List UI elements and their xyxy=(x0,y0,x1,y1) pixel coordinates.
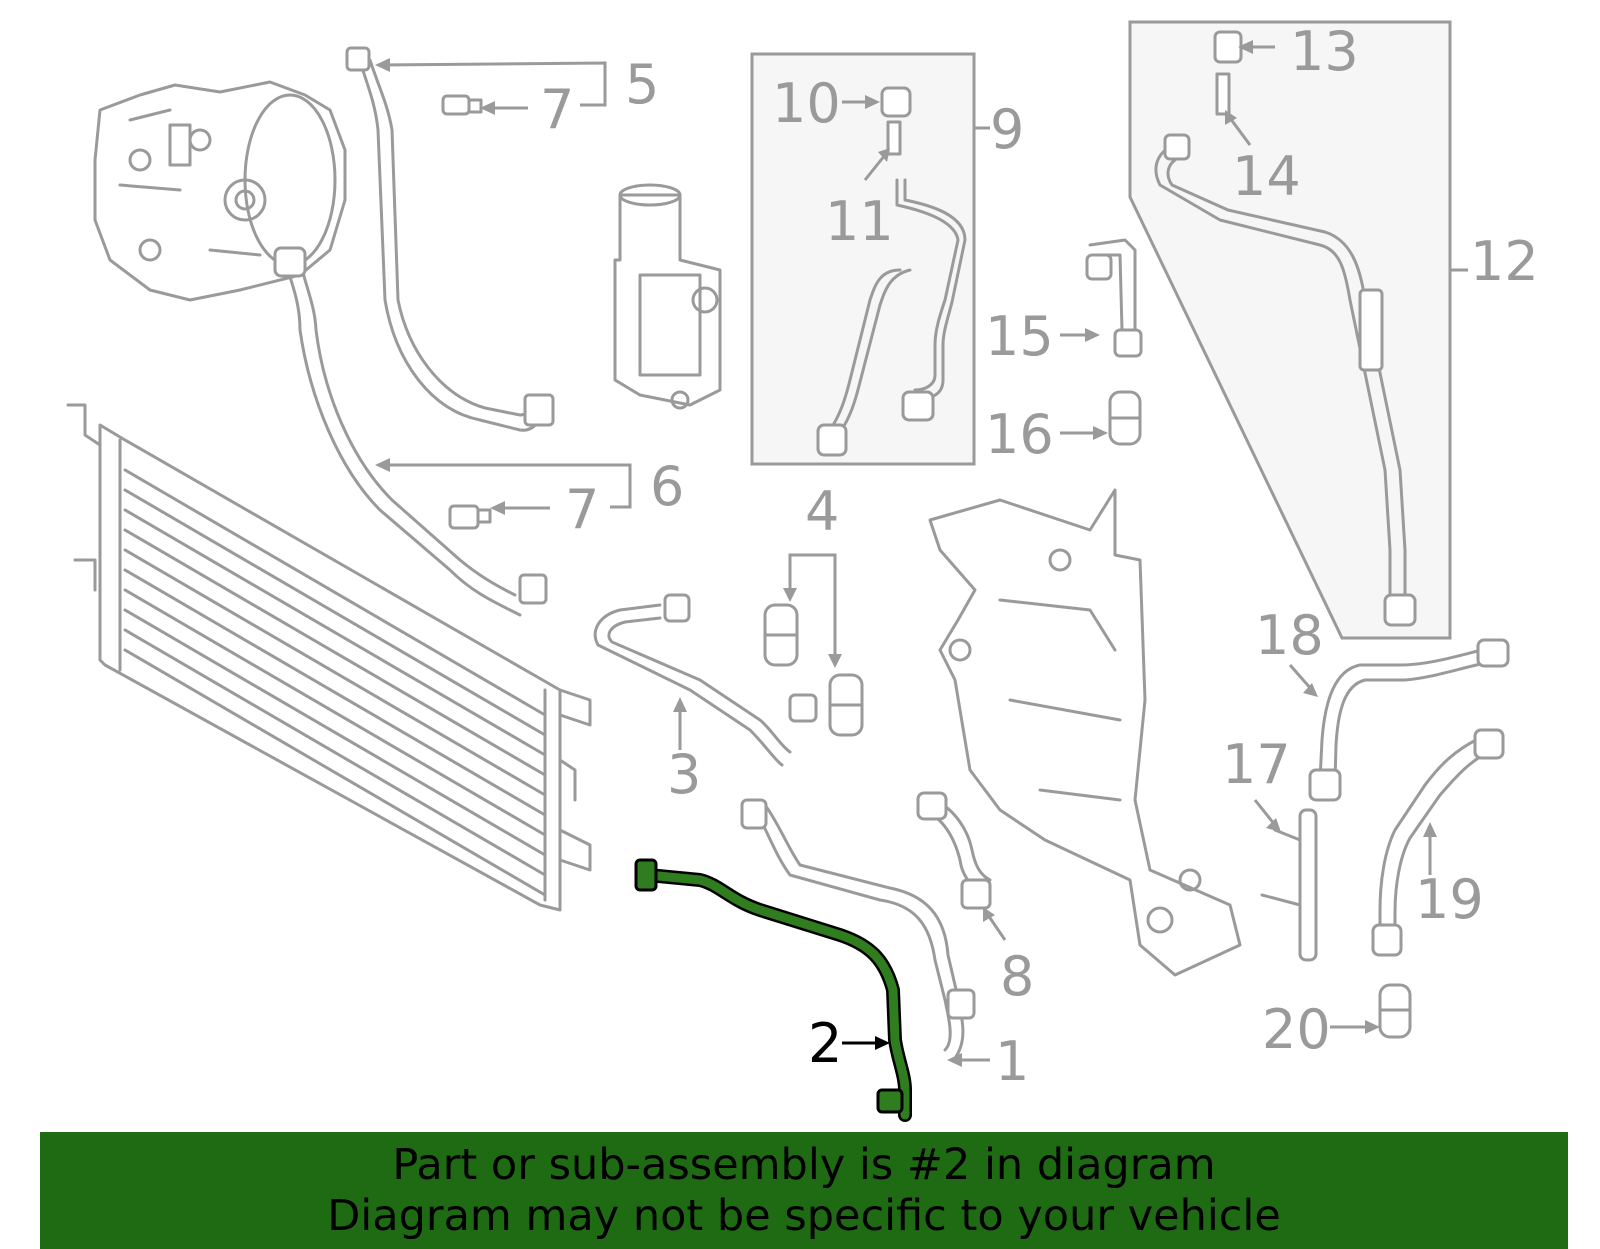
callout-12: 12 xyxy=(1470,230,1539,293)
hose-part-9 xyxy=(816,86,967,457)
callout-7b: 7 xyxy=(565,478,599,541)
callout-4: 4 xyxy=(805,480,839,543)
bracket-part-15 xyxy=(1085,238,1143,358)
banner-line-2: Diagram may not be specific to your vehi… xyxy=(327,1191,1281,1241)
callout-3: 3 xyxy=(667,743,701,806)
sensor-part-7b xyxy=(448,504,492,530)
callout-10: 10 xyxy=(772,72,841,135)
tube-part-17 xyxy=(1260,808,1318,962)
callout-8: 8 xyxy=(1000,945,1034,1008)
compressor xyxy=(93,80,347,302)
hose-part-1 xyxy=(740,798,976,1060)
sensor-part-7a xyxy=(441,94,483,116)
receiver-drier xyxy=(613,183,722,410)
mounting-bracket xyxy=(928,488,1242,977)
hose-part-8 xyxy=(916,791,992,910)
callout-18: 18 xyxy=(1255,604,1324,667)
callout-5: 5 xyxy=(625,53,659,116)
hose-part-18 xyxy=(1308,638,1510,802)
callout-19: 19 xyxy=(1415,868,1484,931)
callout-9: 9 xyxy=(990,98,1024,161)
callout-20: 20 xyxy=(1262,998,1331,1061)
callout-16: 16 xyxy=(985,403,1054,466)
box-group-9 xyxy=(750,52,976,466)
hose-part-5 xyxy=(345,46,555,432)
info-banner: Part or sub-assembly is #2 in diagram Di… xyxy=(40,1132,1568,1249)
hose-part-19 xyxy=(1371,728,1505,957)
condenser xyxy=(66,403,592,912)
hose-part-3 xyxy=(593,593,818,767)
clamp-part-16 xyxy=(1108,390,1142,446)
callout-11: 11 xyxy=(825,190,894,253)
callout-7a: 7 xyxy=(540,78,574,141)
clamp-part-4a xyxy=(763,603,799,667)
callout-15: 15 xyxy=(985,305,1054,368)
box-group-12 xyxy=(1128,20,1452,640)
hose-part-12 xyxy=(1154,30,1417,627)
callout-2: 2 xyxy=(808,1012,842,1075)
highlighted-hose-part-2 xyxy=(634,858,912,1122)
callout-17: 17 xyxy=(1222,733,1291,796)
hose-part-6 xyxy=(273,246,548,617)
leader-lines xyxy=(375,40,1468,1067)
banner-line-1: Part or sub-assembly is #2 in diagram xyxy=(392,1140,1216,1190)
callout-13: 13 xyxy=(1290,20,1359,83)
callout-1: 1 xyxy=(995,1030,1029,1093)
clamp-part-20 xyxy=(1378,983,1412,1039)
callout-6: 6 xyxy=(650,455,684,518)
callout-14: 14 xyxy=(1232,145,1301,208)
leader-part-2 xyxy=(842,1036,890,1050)
clamp-part-4b xyxy=(828,673,864,737)
